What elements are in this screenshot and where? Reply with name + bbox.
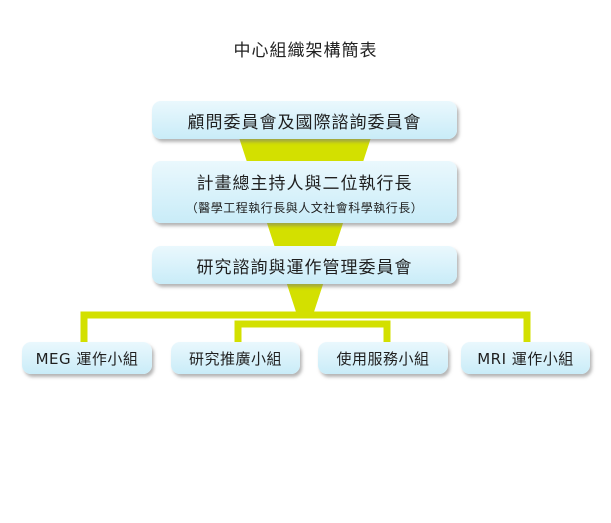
research-promotion-group-label: 研究推廣小組 — [188, 349, 282, 368]
mri-operation-group-box: MRI 運作小組 — [461, 342, 590, 374]
principal-investigator-label: 計畫總主持人與二位執行長 — [196, 173, 413, 194]
advisory-committee-box: 顧問委員會及國際諮詢委員會 — [152, 101, 457, 139]
executive-directors-note: （醫學工程執行長與人文社會科學執行長） — [185, 200, 424, 215]
research-management-committee-label: 研究諮詢與運作管理委員會 — [196, 257, 413, 278]
mri-operation-group-label: MRI 運作小組 — [477, 349, 574, 368]
diagram-title: 中心組織架構簡表 — [233, 41, 378, 61]
research-promotion-group-box: 研究推廣小組 — [171, 342, 300, 374]
principal-investigator-box: 計畫總主持人與二位執行長 （醫學工程執行長與人文社會科學執行長） — [152, 161, 457, 223]
user-service-group-box: 使用服務小組 — [318, 342, 448, 374]
branch-bracket-inner — [234, 320, 391, 350]
research-management-committee-box: 研究諮詢與運作管理委員會 — [152, 246, 457, 284]
branch-bracket-outer — [80, 311, 531, 350]
user-service-group-label: 使用服務小組 — [336, 349, 430, 368]
meg-operation-group-box: MEG 運作小組 — [22, 342, 152, 374]
advisory-committee-label: 顧問委員會及國際諮詢委員會 — [187, 112, 422, 133]
meg-operation-group-label: MEG 運作小組 — [35, 349, 139, 368]
